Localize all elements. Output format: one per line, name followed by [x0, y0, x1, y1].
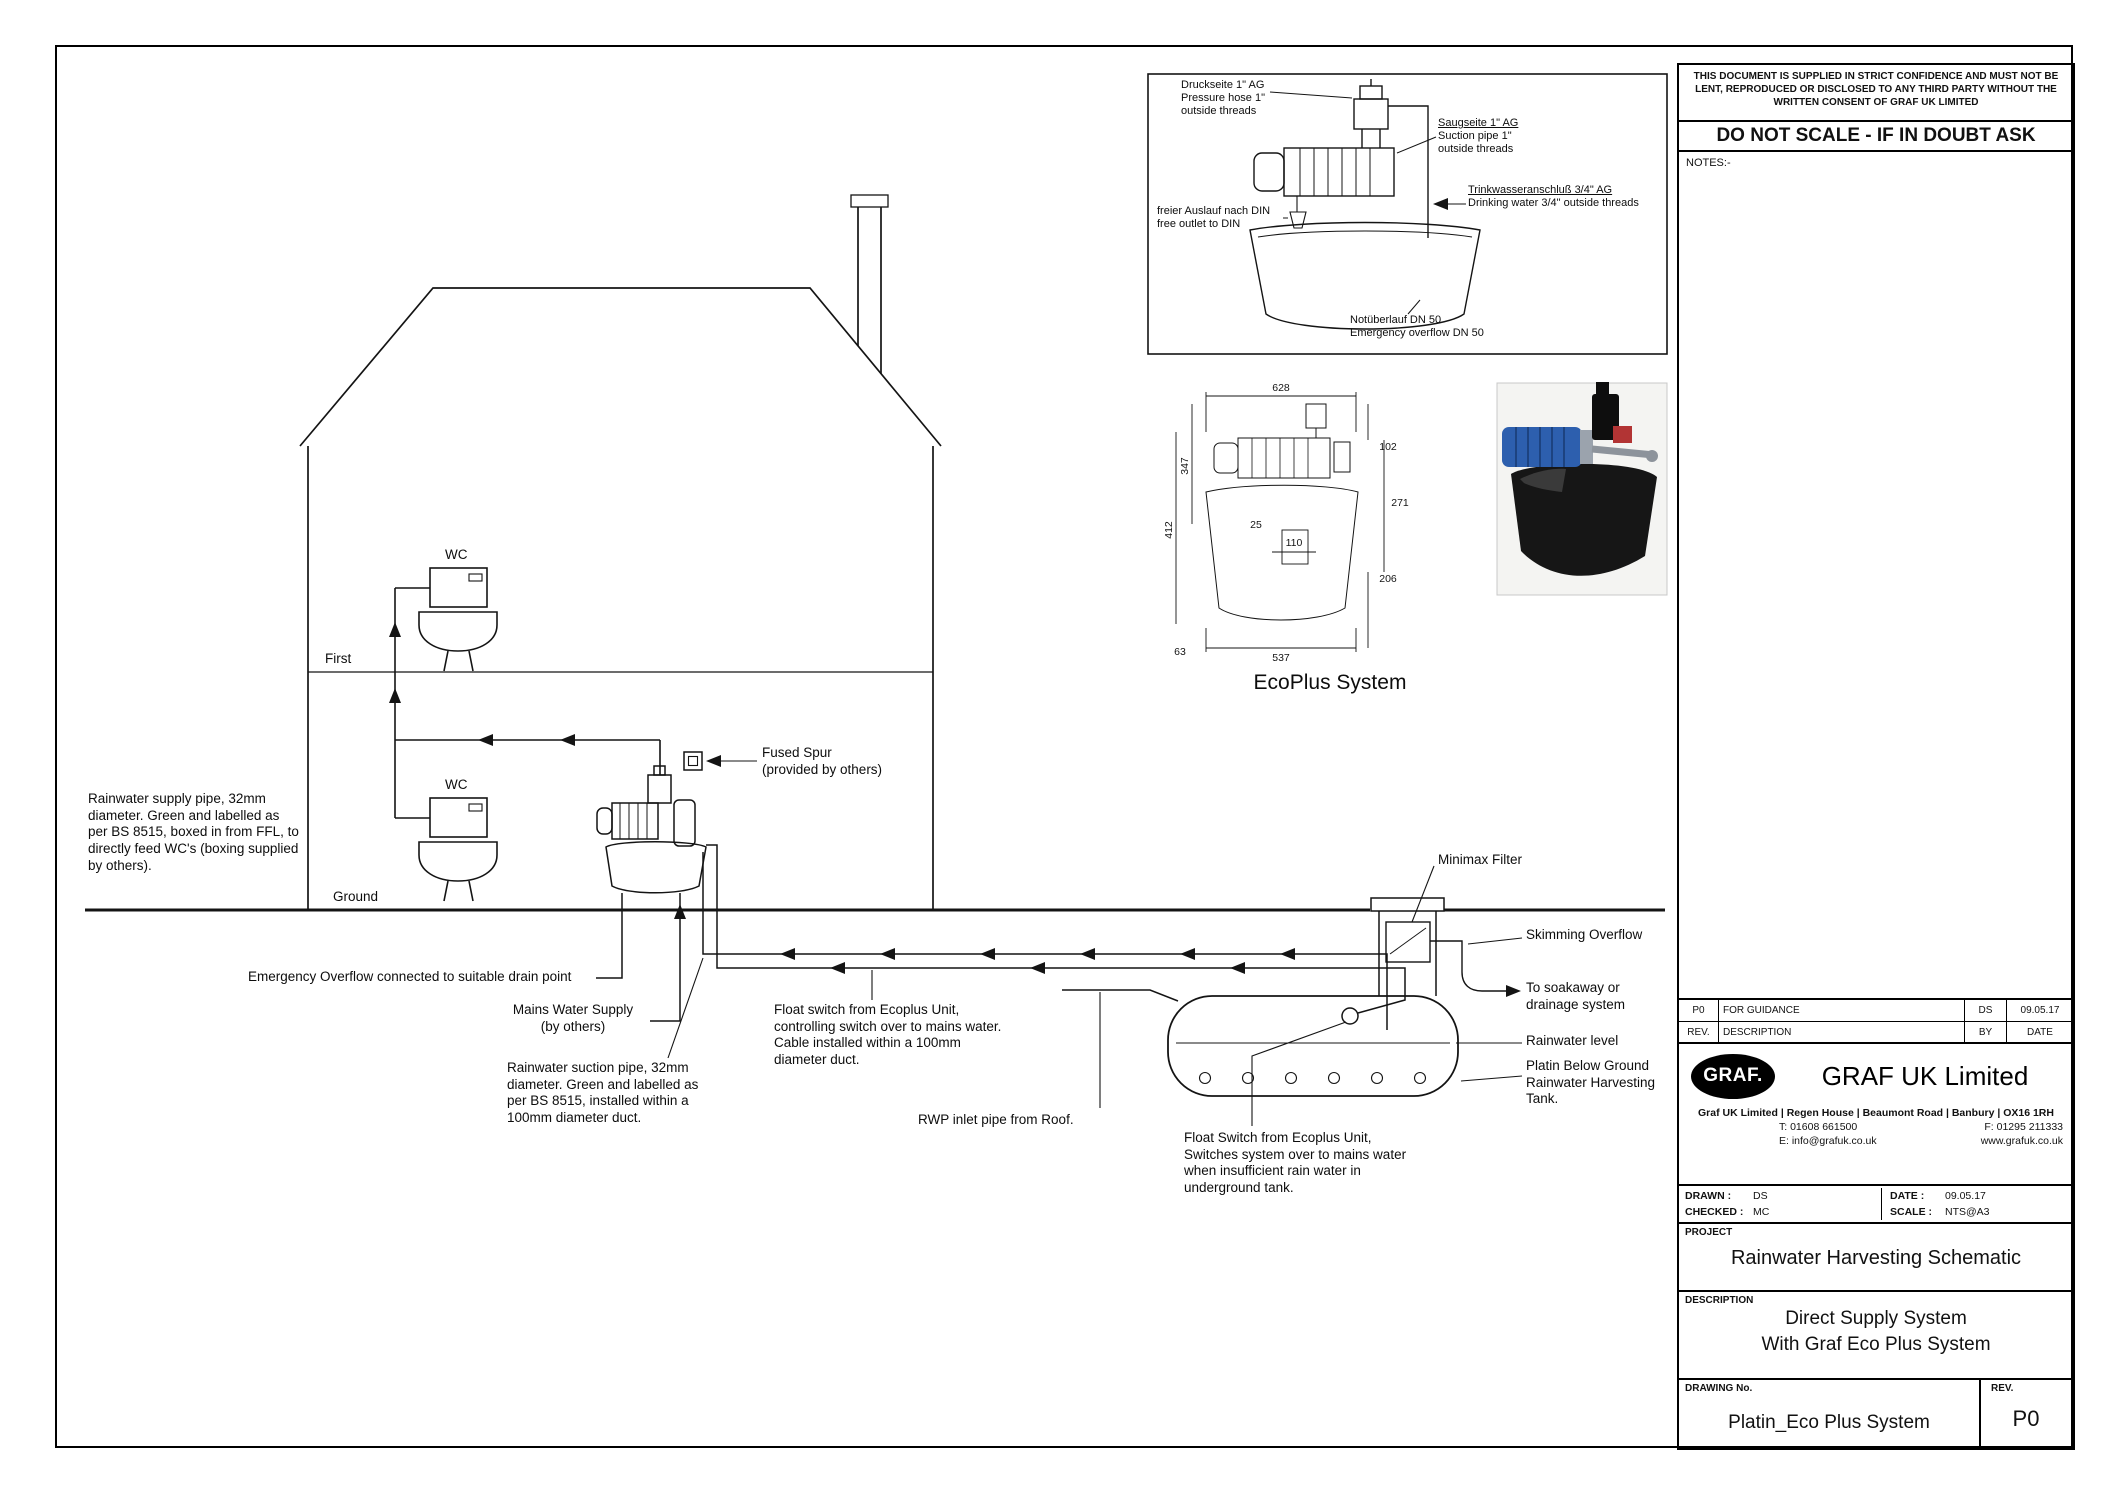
detail-label-pressure: Druckseite 1" AG Pressure hose 1" outsid…	[1181, 79, 1266, 118]
callout-rainwater-level: Rainwater level	[1526, 1033, 1619, 1048]
wc-label-ground: WC	[445, 777, 468, 792]
revision-by: DS	[1965, 1000, 2007, 1021]
drawn-value: DS	[1753, 1190, 1768, 1202]
detail-label-drinking-water: Trinkwasseranschluß 3/4" AG Drinking wat…	[1468, 184, 1639, 210]
drawn-label: DRAWN :	[1685, 1190, 1732, 1202]
confidence-notice: THIS DOCUMENT IS SUPPLIED IN STRICT CONF…	[1693, 71, 2059, 108]
wc-label-first: WC	[445, 547, 468, 562]
drawing-border	[55, 45, 2073, 1448]
drawing-number: Platin_Eco Plus System	[1728, 1412, 1930, 1433]
callout-rainwater-suction: Rainwater suction pipe, 32mm diameter. G…	[507, 1060, 699, 1126]
rev-label: REV.	[1991, 1383, 2014, 1394]
callout-minimax-filter: Minimax Filter	[1438, 852, 1523, 867]
revision-table: P0 FOR GUIDANCE DS 09.05.17 REV. DESCRIP…	[1679, 998, 2073, 1043]
project-label: PROJECT	[1685, 1227, 1733, 1238]
drawn-checked-block: DRAWN : DS DATE : 09.05.17 CHECKED : MC …	[1679, 1184, 2073, 1222]
company-name: GRAF UK Limited	[1821, 1060, 2029, 1091]
revision-by-header: BY	[1965, 1022, 2007, 1043]
detail-label-free-outlet: freier Auslauf nach DIN free outlet to D…	[1157, 205, 1271, 231]
graf-logo: GRAF.	[1691, 1053, 1775, 1099]
revision-date-header: DATE	[2027, 1027, 2053, 1038]
company-fax: F: 01295 211333	[1984, 1121, 2063, 1133]
date-value: 09.05.17	[1945, 1190, 1986, 1202]
project-block: PROJECT Rainwater Harvesting Schematic	[1679, 1222, 2073, 1290]
revision-row: P0 FOR GUIDANCE DS 09.05.17	[1679, 1000, 2073, 1021]
callout-rwp-inlet: RWP inlet pipe from Roof.	[918, 1112, 1074, 1127]
revision-description: FOR GUIDANCE	[1719, 1000, 1965, 1021]
drawing-number-block: DRAWING No. Platin_Eco Plus System REV. …	[1679, 1378, 2073, 1448]
company-address: Graf UK Limited | Regen House | Beaumont…	[1698, 1107, 2054, 1119]
callout-mains-water: Mains Water Supply (by others)	[512, 1002, 634, 1034]
revision-description-header: DESCRIPTION	[1719, 1022, 1965, 1043]
first-floor-label: First	[325, 651, 352, 666]
callout-float-switch-house: Float switch from Ecoplus Unit, controll…	[774, 1002, 1002, 1068]
title-block: THIS DOCUMENT IS SUPPLIED IN STRICT CONF…	[1677, 63, 2075, 1450]
ground-floor-label: Ground	[333, 889, 379, 904]
scale-value: NTS@A3	[1945, 1206, 1990, 1218]
description-line2: With Graf Eco Plus System	[1761, 1333, 1991, 1355]
company-email: E: info@grafuk.co.uk	[1779, 1135, 1877, 1147]
company-block: GRAF. GRAF UK Limited Graf UK Limited | …	[1679, 1042, 2073, 1184]
checked-label: CHECKED :	[1685, 1206, 1744, 1218]
scale-label: SCALE :	[1881, 1204, 1945, 1220]
callout-float-switch-tank: Float Switch from Ecoplus Unit, Switches…	[1184, 1130, 1407, 1196]
callout-skimming-overflow: Skimming Overflow	[1526, 927, 1643, 942]
company-website: www.grafuk.co.uk	[1980, 1135, 2063, 1147]
project-title: Rainwater Harvesting Schematic	[1730, 1247, 2022, 1269]
date-label: DATE :	[1881, 1188, 1945, 1204]
callout-fused-spur: Fused Spur (provided by others)	[762, 745, 883, 777]
notes-area: NOTES:-	[1679, 150, 2073, 998]
callout-rainwater-supply: Rainwater supply pipe, 32mm diameter. Gr…	[88, 791, 299, 873]
drawing-number-divider	[1979, 1380, 1981, 1448]
revision-rev: P0	[1679, 1000, 1719, 1021]
revision-rev-header: REV.	[1679, 1022, 1719, 1043]
notes-label: NOTES:-	[1686, 157, 1731, 169]
do-not-scale-banner: DO NOT SCALE - IF IN DOUBT ASK	[1679, 120, 2073, 150]
description-line1: Direct Supply System	[1785, 1308, 1967, 1329]
description-label: DESCRIPTION	[1685, 1295, 1754, 1306]
revision-header-row: REV. DESCRIPTION BY DATE	[1679, 1021, 2073, 1043]
detail-label-suction: Saugseite 1" AG Suction pipe 1" outside …	[1438, 117, 1519, 156]
revision-date: 09.05.17	[2020, 1005, 2060, 1016]
checked-value: MC	[1753, 1206, 1770, 1218]
detail-label-overflow: Notüberlauf DN 50 Emergency overflow DN …	[1350, 314, 1484, 340]
ecoplus-system-caption: EcoPlus System	[1253, 671, 1407, 694]
callout-platin-tank: Platin Below Ground Rainwater Harvesting…	[1526, 1058, 1656, 1107]
description-block: DESCRIPTION Direct Supply System With Gr…	[1679, 1290, 2073, 1378]
callout-emergency-overflow: Emergency Overflow connected to suitable…	[248, 969, 572, 984]
company-tel: T: 01608 661500	[1779, 1121, 1858, 1133]
revision-value: P0	[2012, 1406, 2040, 1431]
callout-soakaway: To soakaway or drainage system	[1526, 980, 1626, 1012]
drawing-no-label: DRAWING No.	[1685, 1383, 1753, 1394]
